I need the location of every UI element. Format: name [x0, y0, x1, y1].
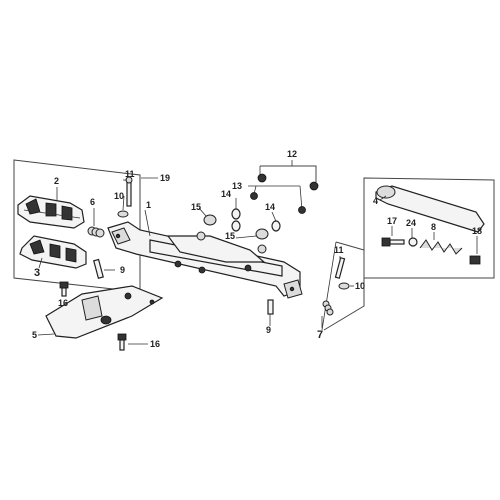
- washer-15c: [257, 244, 267, 254]
- bolt-16-upper: [59, 281, 69, 297]
- washer-15d: [196, 231, 206, 241]
- spring-6: [87, 226, 105, 238]
- washer-14b: [271, 220, 281, 232]
- hardware-group-frame: [260, 165, 317, 182]
- label-4: 4: [373, 196, 378, 206]
- label-11-right: 11: [334, 245, 344, 255]
- nut-13b: [298, 206, 306, 214]
- label-15-top: 15: [191, 202, 201, 212]
- label-24: 24: [406, 218, 416, 228]
- pin-9-left: [93, 258, 115, 279]
- label-13: 13: [232, 181, 242, 191]
- nut-13a: [250, 192, 258, 200]
- washer-15a: [203, 214, 217, 226]
- label-19: 19: [160, 173, 170, 183]
- label-6: 6: [90, 197, 95, 207]
- label-15-mid: 15: [225, 231, 235, 241]
- label-16-lower: 16: [150, 339, 160, 349]
- nut-18: [469, 236, 481, 265]
- side-stand-group-frame: [363, 177, 495, 279]
- label-12: 12: [287, 149, 297, 159]
- label-5: 5: [32, 330, 37, 340]
- label-14-right: 14: [265, 202, 275, 212]
- label-16-upper: 16: [58, 298, 68, 308]
- pin-9-right: [267, 299, 274, 326]
- footrest-lower: [19, 235, 87, 269]
- footrest-upper: [17, 195, 85, 229]
- label-3: 3: [34, 267, 40, 279]
- label-1: 1: [146, 200, 151, 210]
- pin-11-left: [125, 176, 133, 207]
- washer-24: [408, 237, 418, 247]
- washer-15b: [255, 228, 269, 240]
- main-stand-frame: [107, 209, 303, 299]
- label-14-left: 14: [221, 189, 231, 199]
- label-18: 18: [472, 226, 482, 236]
- label-8: 8: [431, 222, 436, 232]
- label-10-right: 10: [355, 281, 365, 291]
- bracket-plate: [37, 285, 164, 339]
- spring-7: [321, 300, 334, 328]
- label-9-left: 9: [120, 265, 125, 275]
- label-2: 2: [54, 176, 59, 186]
- side-stand: [375, 185, 485, 233]
- nut-12a: [257, 173, 267, 183]
- label-7: 7: [317, 329, 323, 341]
- label-11-left: 11: [125, 169, 135, 179]
- washer-14a: [231, 208, 241, 220]
- label-9-right: 9: [266, 325, 271, 335]
- washer-14c: [231, 220, 241, 232]
- bolt-16-lower: [117, 333, 148, 351]
- washer-10-left: [117, 210, 129, 218]
- label-17: 17: [387, 216, 397, 226]
- pin-11-right: [334, 256, 346, 279]
- bolt-17: [381, 226, 405, 247]
- nut-12b: [309, 181, 319, 191]
- label-10-left: 10: [114, 191, 124, 201]
- washer-10-right: [338, 282, 350, 290]
- spring-8: [419, 232, 463, 255]
